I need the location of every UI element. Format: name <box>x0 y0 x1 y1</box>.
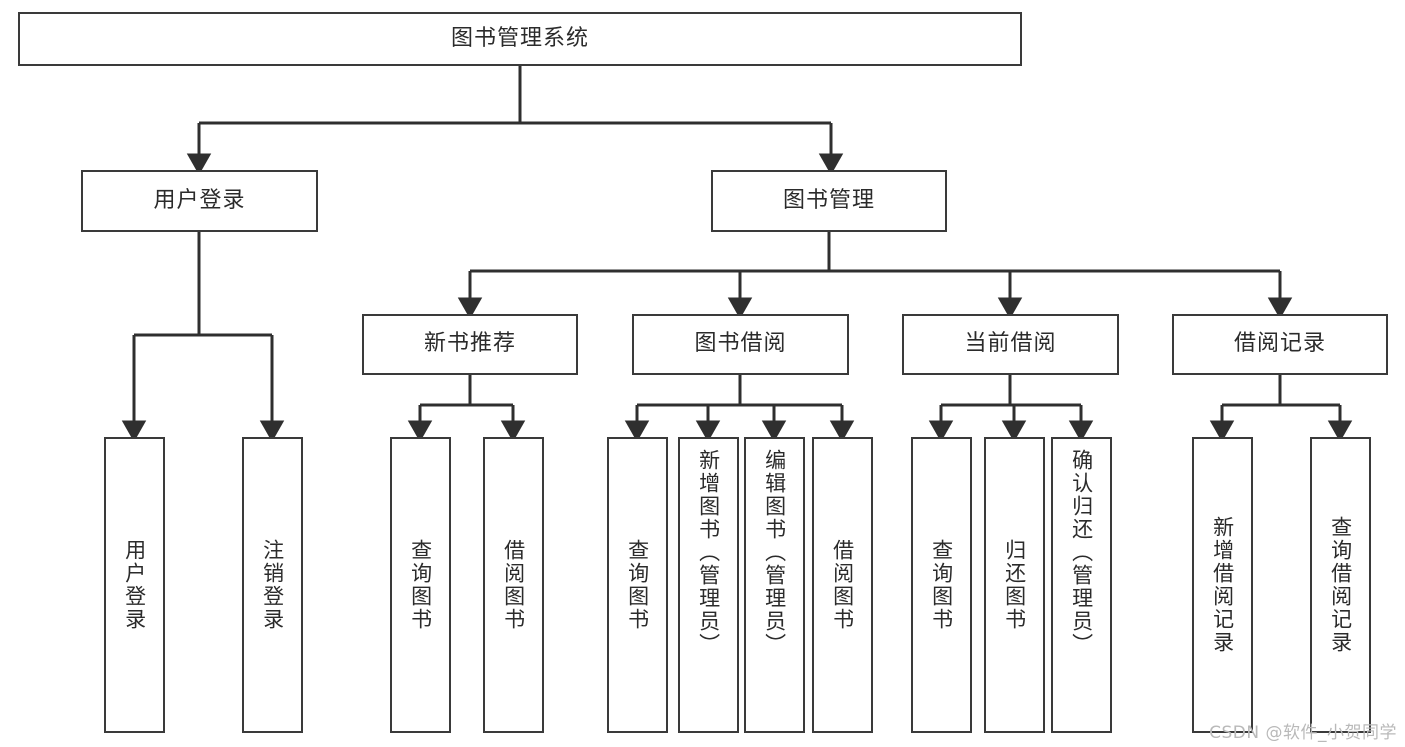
node-leaf-query-book-1[interactable]: 查询图书 <box>390 437 451 733</box>
edges-userlogin-to-leaves <box>121 232 285 442</box>
node-borrow-record-label: 借阅记录 <box>1233 331 1326 357</box>
node-leaf-edit-book[interactable]: 编辑图书（管理员） <box>744 437 805 733</box>
node-root[interactable]: 图书管理系统 <box>18 12 1022 66</box>
leaf-label: 用户登录 <box>122 539 147 631</box>
node-leaf-user-login[interactable]: 用户登录 <box>104 437 165 733</box>
node-current-borrow-label: 当前借阅 <box>964 331 1057 357</box>
leaf-label: 编辑图书（管理员） <box>762 449 787 656</box>
node-user-login[interactable]: 用户登录 <box>81 170 318 232</box>
leaf-label: 确认归还（管理员） <box>1069 449 1094 656</box>
node-leaf-query-book-3[interactable]: 查询图书 <box>911 437 972 733</box>
node-current-borrow[interactable]: 当前借阅 <box>902 314 1119 375</box>
node-leaf-confirm-return[interactable]: 确认归还（管理员） <box>1051 437 1112 733</box>
edges-borrowrecord-to-leaves <box>1209 375 1353 442</box>
leaf-label: 查询借阅记录 <box>1328 516 1353 654</box>
edges-bookmanage-to-level3 <box>457 232 1293 319</box>
node-root-label: 图书管理系统 <box>450 25 589 51</box>
node-leaf-logout[interactable]: 注销登录 <box>242 437 303 733</box>
node-leaf-query-record[interactable]: 查询借阅记录 <box>1310 437 1371 733</box>
node-new-book-rec[interactable]: 新书推荐 <box>362 314 578 375</box>
node-book-borrow[interactable]: 图书借阅 <box>632 314 849 375</box>
leaf-label: 查询图书 <box>929 539 954 631</box>
leaf-label: 借阅图书 <box>830 539 855 631</box>
leaf-label: 注销登录 <box>260 539 285 631</box>
node-leaf-add-record[interactable]: 新增借阅记录 <box>1192 437 1253 733</box>
edges-newbookrec-to-leaves <box>407 375 526 442</box>
leaf-label: 查询图书 <box>625 539 650 631</box>
node-leaf-borrow-book-2[interactable]: 借阅图书 <box>812 437 873 733</box>
node-book-borrow-label: 图书借阅 <box>694 331 787 357</box>
leaf-label: 查询图书 <box>408 539 433 631</box>
node-book-manage[interactable]: 图书管理 <box>711 170 947 232</box>
node-book-manage-label: 图书管理 <box>782 187 875 213</box>
leaf-label: 借阅图书 <box>501 539 526 631</box>
node-new-book-rec-label: 新书推荐 <box>423 331 516 357</box>
node-user-login-label: 用户登录 <box>153 187 246 213</box>
leaf-label: 新增借阅记录 <box>1210 516 1235 654</box>
edges-root-to-level2 <box>186 66 844 175</box>
node-leaf-add-book[interactable]: 新增图书（管理员） <box>678 437 739 733</box>
node-borrow-record[interactable]: 借阅记录 <box>1172 314 1388 375</box>
node-leaf-borrow-book-1[interactable]: 借阅图书 <box>483 437 544 733</box>
leaf-label: 新增图书（管理员） <box>696 449 721 656</box>
node-leaf-query-book-2[interactable]: 查询图书 <box>607 437 668 733</box>
edges-currentborrow-to-leaves <box>928 375 1094 442</box>
leaf-label: 归还图书 <box>1002 539 1027 631</box>
node-leaf-return-book[interactable]: 归还图书 <box>984 437 1045 733</box>
watermark-text: CSDN @软件_小贺同学 <box>1209 723 1397 743</box>
edges-bookborrow-to-leaves <box>624 375 855 442</box>
